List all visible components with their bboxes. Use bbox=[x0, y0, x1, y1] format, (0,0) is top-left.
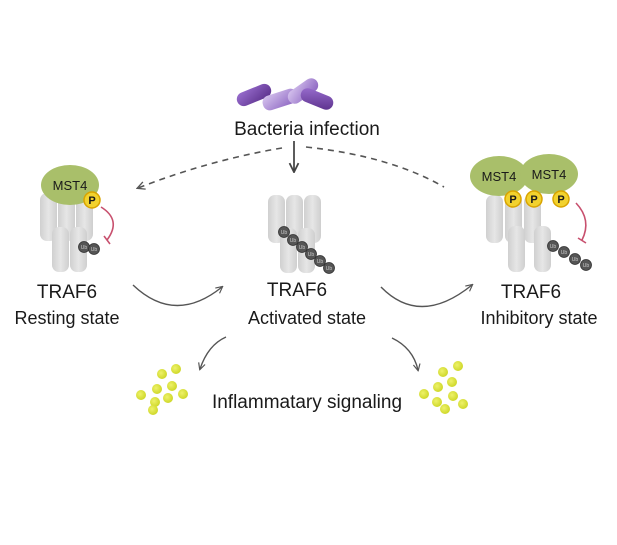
bacteria-icon bbox=[236, 78, 334, 111]
arrow-to-signaling-left bbox=[200, 336, 227, 369]
mst4-kinase bbox=[41, 165, 99, 205]
state-label-inhibitory: Inhibitory state bbox=[480, 308, 597, 328]
traf6-trimer bbox=[40, 193, 93, 272]
svg-text:Ub: Ub bbox=[81, 245, 88, 251]
svg-text:P: P bbox=[557, 194, 564, 206]
svg-text:Ub: Ub bbox=[583, 263, 590, 269]
mst4-label: MST4 bbox=[532, 167, 567, 182]
state-label-resting: Resting state bbox=[14, 308, 119, 328]
svg-text:Ub: Ub bbox=[281, 230, 288, 236]
stimulus-label: Bacteria infection bbox=[234, 119, 380, 140]
dashed-arrow-to-resting bbox=[138, 147, 283, 188]
traf6-activated: Ub Ub Ub Ub Ub Ub bbox=[268, 195, 335, 274]
svg-text:Ub: Ub bbox=[299, 245, 306, 251]
svg-text:P: P bbox=[530, 194, 537, 206]
svg-text:Ub: Ub bbox=[317, 259, 324, 265]
inhibition-arrow bbox=[575, 202, 587, 241]
svg-text:Ub: Ub bbox=[290, 238, 297, 244]
svg-text:P: P bbox=[88, 195, 95, 207]
ubiquitin-chain: Ub Ub Ub Ub Ub Ub bbox=[278, 226, 335, 274]
svg-text:Ub: Ub bbox=[91, 247, 98, 253]
traf6-resting: MST4 P Ub Ub bbox=[40, 165, 114, 272]
cytokine-cluster-left bbox=[136, 364, 188, 415]
protein-label-resting: TRAF6 bbox=[37, 282, 97, 303]
phospho-sites: P P P bbox=[504, 190, 570, 208]
mst4-kinase bbox=[470, 156, 528, 196]
arrow-resting-to-activated bbox=[132, 284, 222, 307]
protein-label-activated: TRAF6 bbox=[267, 280, 327, 301]
dashed-line-from-inhibitory bbox=[305, 146, 445, 188]
svg-text:Ub: Ub bbox=[326, 266, 333, 272]
ubiquitin-chain: Ub Ub bbox=[78, 241, 100, 255]
svg-text:P: P bbox=[509, 194, 516, 206]
mst4-kinase bbox=[520, 154, 578, 194]
protein-label-inhibitory: TRAF6 bbox=[501, 282, 561, 303]
ubiquitin-chain: Ub Ub Ub Ub bbox=[547, 240, 592, 271]
phospho-site: P bbox=[83, 191, 101, 209]
svg-text:Ub: Ub bbox=[550, 244, 557, 250]
arrow-to-signaling-right bbox=[391, 337, 418, 370]
mst4-label: MST4 bbox=[482, 169, 517, 184]
mst4-label: MST4 bbox=[53, 178, 88, 193]
state-label-activated: Activated state bbox=[248, 308, 366, 328]
arrow-activated-to-inhibitory bbox=[380, 285, 472, 308]
svg-text:Ub: Ub bbox=[561, 250, 568, 256]
traf6-inhibitory: MST4 MST4 P P P Ub Ub Ub Ub bbox=[470, 154, 592, 272]
cytokine-cluster-right bbox=[419, 361, 468, 414]
inhibition-arrow bbox=[100, 206, 114, 241]
svg-text:Ub: Ub bbox=[308, 252, 315, 258]
output-label: Inflammatary signaling bbox=[212, 392, 402, 413]
svg-text:Ub: Ub bbox=[572, 257, 579, 263]
